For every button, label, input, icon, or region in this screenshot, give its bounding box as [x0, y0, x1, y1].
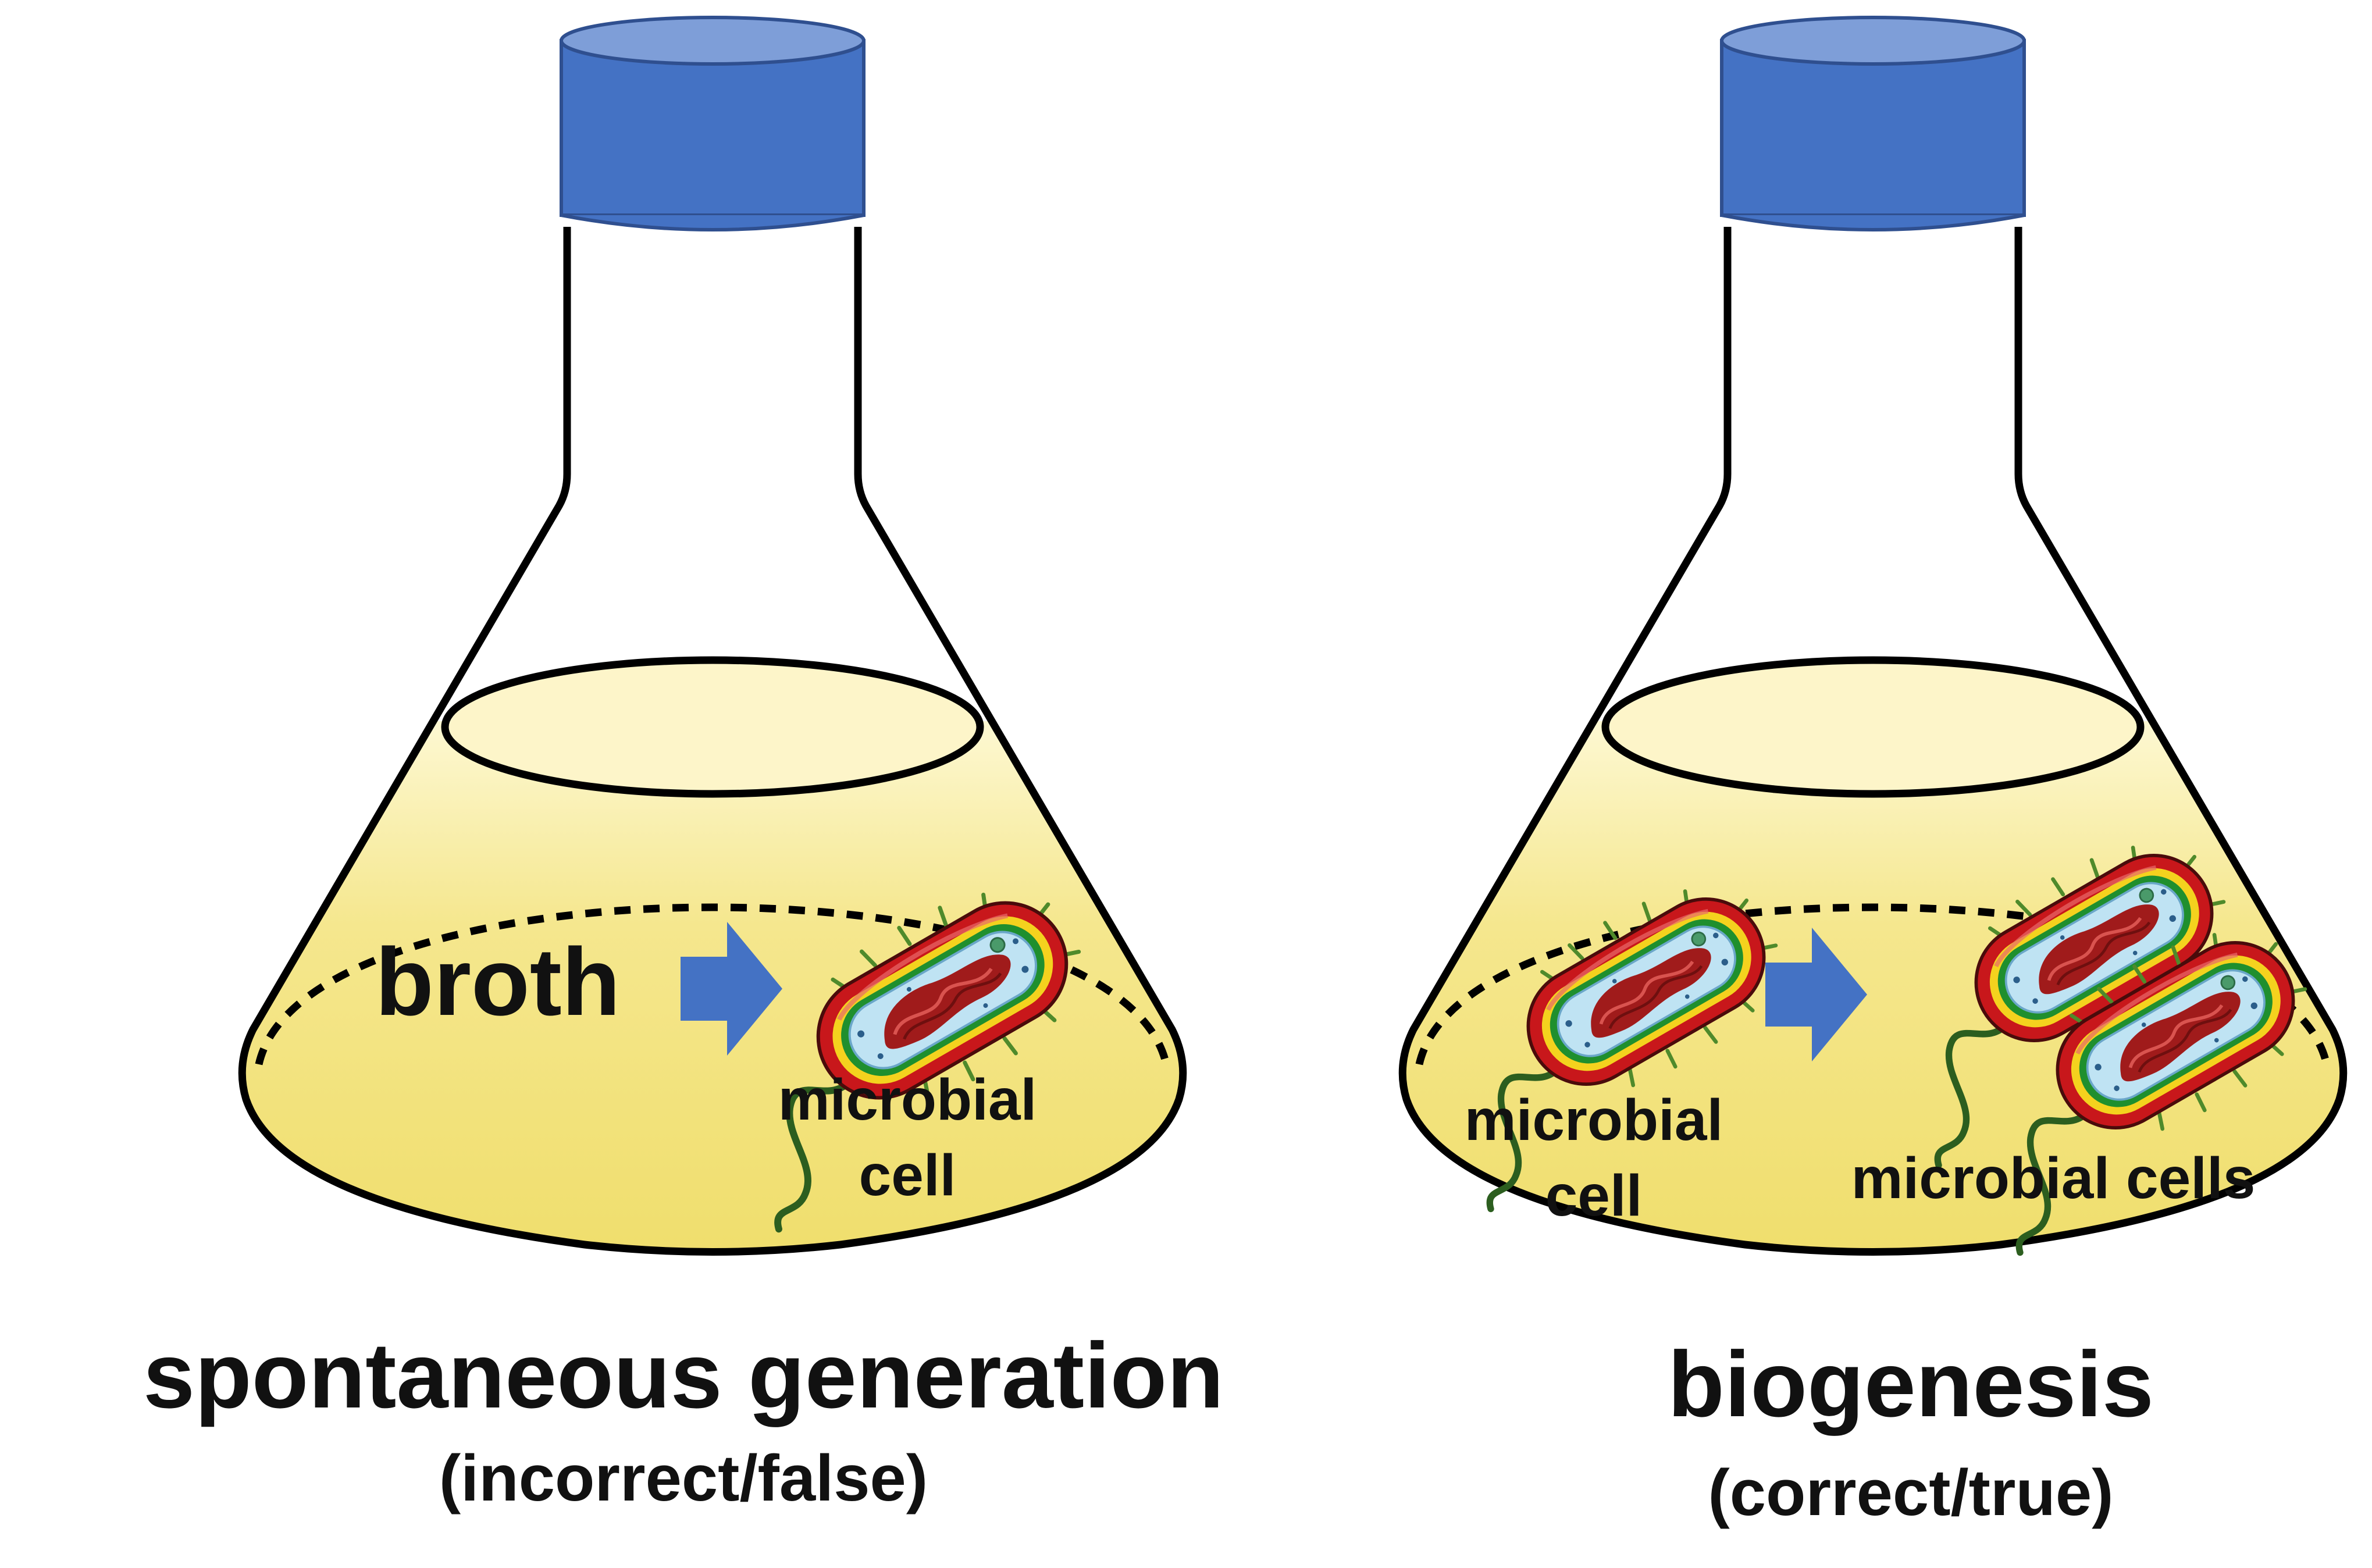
left-panel-subtitle: (incorrect/false): [439, 1442, 928, 1514]
flask-cap-icon: [560, 16, 866, 231]
left-flask: [236, 16, 1201, 1303]
dashed-broth-level: [255, 903, 1170, 1065]
microbial-cell-label-line1: microbial: [778, 1067, 1037, 1132]
broth-label: broth: [375, 928, 621, 1035]
microbial-cells-label: microbial cells: [1851, 1146, 2256, 1211]
broth-surface: [1601, 656, 2145, 798]
right-panel-subtitle: (correct/true): [1708, 1456, 2113, 1529]
left-panel-title: spontaneous generation: [143, 1323, 1224, 1427]
dashed-broth-level: [1415, 903, 2331, 1065]
microbial-cell-label-line2: cell: [859, 1143, 956, 1208]
right-panel-title: biogenesis: [1668, 1332, 2154, 1436]
flask-cap-icon: [1720, 16, 2026, 231]
broth-surface: [441, 656, 984, 798]
microbial-cell-label-line1: microbial: [1465, 1088, 1723, 1153]
microbial-cell-label-line2: cell: [1545, 1163, 1643, 1228]
